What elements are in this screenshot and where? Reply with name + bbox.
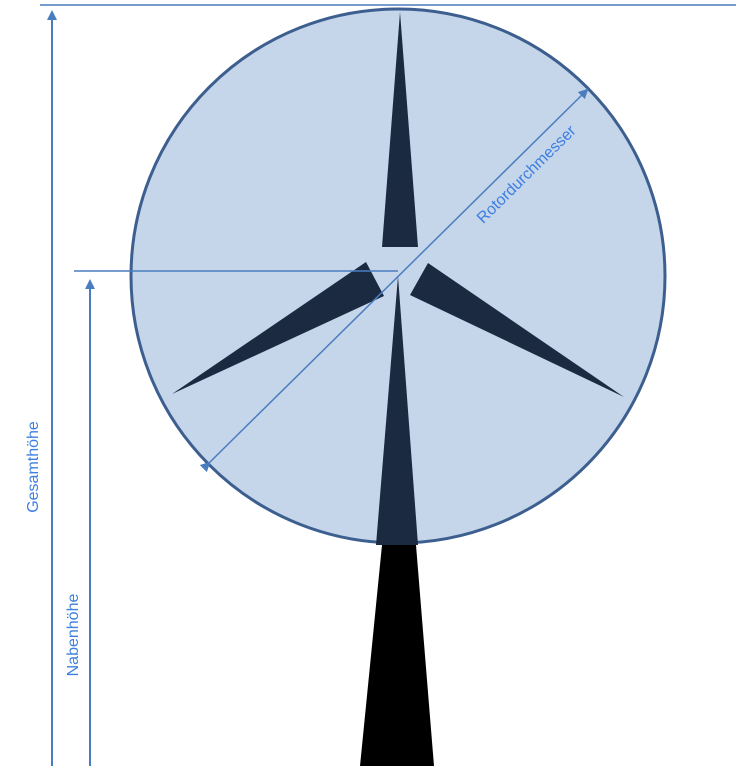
rotor-diameter-arrow — [199, 88, 589, 473]
tower — [360, 545, 434, 766]
hub-height-label: Nabenhöhe — [65, 594, 82, 677]
total-height-label: Gesamthöhe — [25, 421, 42, 513]
